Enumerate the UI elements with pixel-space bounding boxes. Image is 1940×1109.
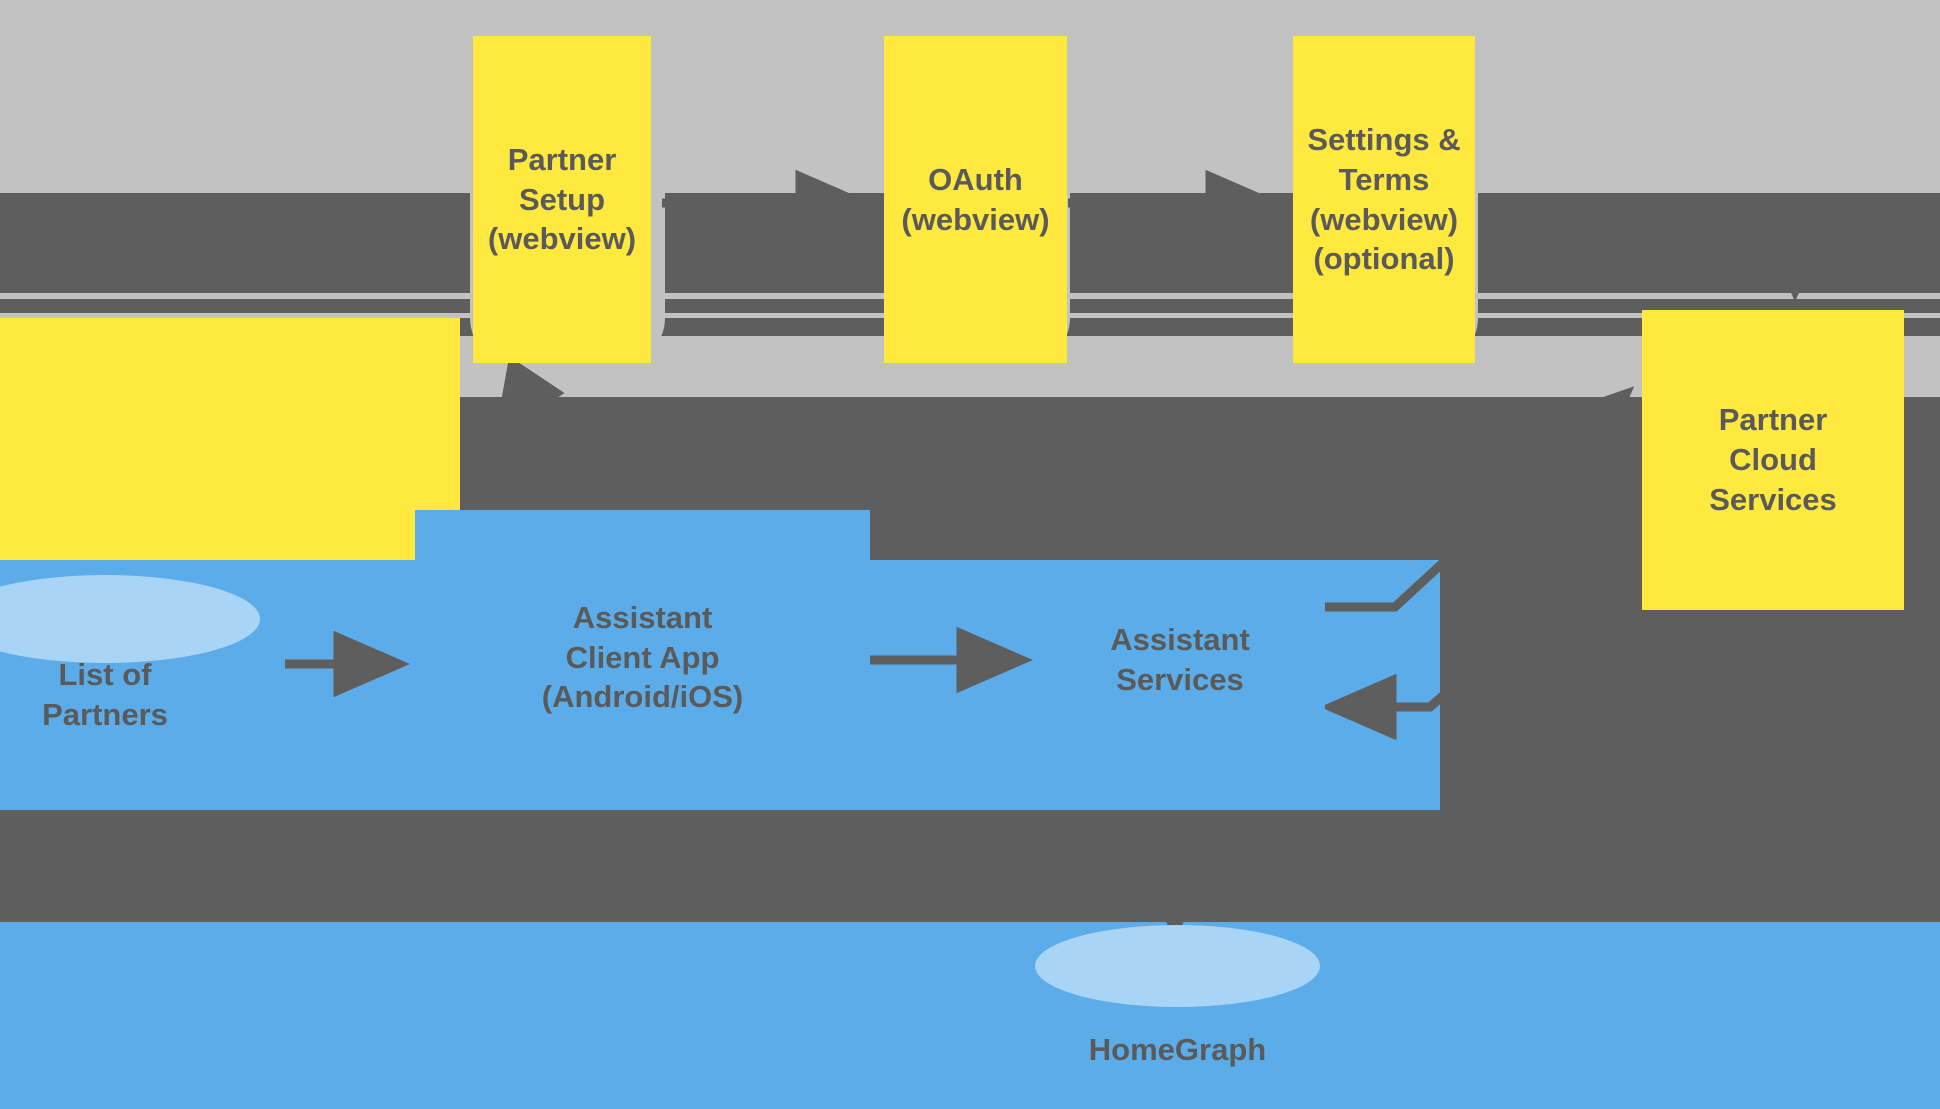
bottom-blue-slab bbox=[0, 922, 1940, 1109]
node-list-of-partners-line-1: List of bbox=[58, 657, 152, 692]
arrow-partner-setup-to-client-app bbox=[494, 356, 565, 439]
node-settings-terms-line-4: (optional) bbox=[1313, 241, 1455, 277]
cylinder-bottom-ellipse bbox=[0, 685, 260, 775]
node-partner-setup-line-3: (webview) bbox=[487, 221, 637, 257]
homegraph-cylinder-label: HomeGraph bbox=[1035, 1030, 1320, 1070]
node-settings-terms[interactable]: Settings & Terms (webview) (optional) bbox=[1293, 36, 1475, 363]
cylinder-label: List of Partners bbox=[0, 655, 260, 734]
band-dark-mid bbox=[0, 807, 1940, 922]
cylinder-top-ellipse bbox=[0, 575, 260, 663]
node-oauth-line-2: (webview) bbox=[901, 201, 1050, 237]
arrow-settings-to-partner-cloud bbox=[1478, 198, 1829, 302]
node-assistant-client-app-line-3: (Android/iOS) bbox=[541, 679, 744, 715]
node-assistant-client-app[interactable]: Assistant Client App (Android/iOS) bbox=[415, 510, 870, 805]
node-settings-terms-line-3: (webview) bbox=[1309, 201, 1459, 237]
arrow-assistant-services-to-partner-cloud bbox=[1325, 386, 1635, 612]
node-list-of-partners[interactable]: List of Partners bbox=[0, 575, 260, 775]
homegraph-cylinder-bottom-ellipse bbox=[1035, 1030, 1320, 1109]
node-partner-setup-line-1: Partner bbox=[507, 141, 617, 177]
node-partner-setup-line-2: Setup bbox=[518, 181, 606, 217]
node-oauth[interactable]: OAuth (webview) bbox=[884, 36, 1067, 363]
node-list-of-partners-line-2: Partners bbox=[42, 696, 168, 732]
node-partner-cloud-services[interactable]: Partner Cloud Services bbox=[1642, 310, 1904, 610]
node-home-graph[interactable]: HomeGraph bbox=[1035, 925, 1320, 1109]
node-partner-cloud-line-1: Partner bbox=[1718, 402, 1828, 438]
node-partner-setup[interactable]: Partner Setup (webview) bbox=[473, 36, 651, 363]
node-partner-cloud-line-2: Cloud bbox=[1729, 442, 1817, 478]
node-assistant-services-line-2: Services bbox=[1116, 662, 1244, 697]
node-settings-terms-line-2: Terms bbox=[1338, 161, 1430, 197]
node-oauth-line-1: OAuth bbox=[928, 161, 1023, 197]
node-assistant-services-line-1: Assistant bbox=[1110, 622, 1250, 658]
edge-label-oauth-credentials: OAuth Credentials bbox=[922, 402, 1178, 434]
node-settings-terms-line-1: Settings & bbox=[1307, 122, 1461, 158]
homegraph-cylinder-top-ellipse bbox=[1035, 925, 1320, 1007]
arrow-partner-cloud-to-assistant-services bbox=[1320, 466, 1703, 741]
node-assistant-client-app-line-2: Client App bbox=[565, 639, 720, 675]
node-assistant-client-app-line-1: Assistant bbox=[572, 599, 713, 635]
node-assistant-services[interactable]: Assistant Services bbox=[1035, 575, 1325, 745]
node-partner-cloud-line-3: Services bbox=[1709, 481, 1837, 517]
node-home-graph-line-1: HomeGraph bbox=[1088, 1032, 1267, 1067]
